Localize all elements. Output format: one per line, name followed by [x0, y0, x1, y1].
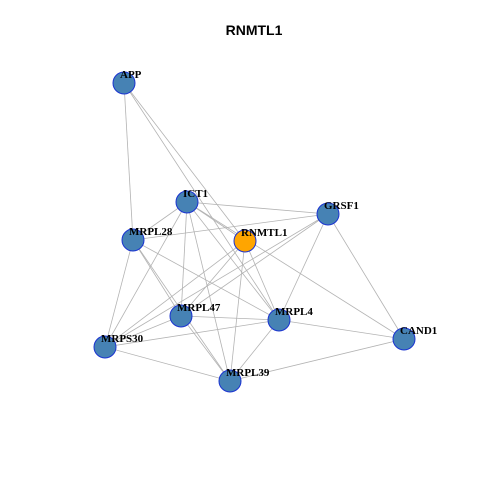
edge-mrpl4-cand1 — [278, 319, 405, 340]
edge-mrpl28-mrpl4 — [132, 239, 280, 321]
node-grsf1[interactable] — [316, 202, 340, 226]
node-cand1[interactable] — [392, 327, 416, 351]
node-label-rnmtl1: RNMTL1 — [241, 227, 287, 239]
node-ict1[interactable] — [175, 190, 199, 214]
edge-grsf1-mrpl47 — [180, 213, 329, 317]
edge-mrpl28-mrpl47 — [132, 239, 182, 317]
edge-mrps30-mrpl39 — [104, 346, 231, 382]
node-label-mrpl47: MRPL47 — [177, 302, 221, 314]
node-rnmtl1[interactable] — [233, 229, 257, 253]
node-mrpl4[interactable] — [267, 308, 291, 332]
edge-mrpl4-mrps30 — [104, 319, 280, 348]
node-label-mrps30: MRPS30 — [101, 333, 144, 345]
edge-mrpl47-mrps30 — [104, 315, 182, 348]
edge-mrpl39-cand1 — [229, 338, 405, 382]
node-label-mrpl28: MRPL28 — [129, 226, 173, 238]
edge-rnmtl1-mrpl4 — [244, 240, 280, 321]
edge-mrpl28-mrps30 — [104, 239, 134, 348]
edge-ict1-mrps30 — [104, 201, 188, 348]
diagram-title: RNMTL1 — [226, 22, 283, 38]
edge-layer — [104, 82, 405, 382]
node-layer — [93, 71, 416, 393]
node-mrpl47[interactable] — [169, 304, 193, 328]
node-label-mrpl39: MRPL39 — [226, 367, 270, 379]
edge-ict1-mrpl39 — [186, 201, 231, 382]
edge-grsf1-cand1 — [327, 213, 405, 340]
edge-ict1-cand1 — [186, 201, 405, 340]
edge-ict1-mrpl4 — [186, 201, 280, 321]
edge-app-mrpl4 — [123, 82, 280, 321]
edge-ict1-grsf1 — [186, 201, 329, 215]
node-mrpl39[interactable] — [218, 369, 242, 393]
node-label-mrpl4: MRPL4 — [275, 306, 313, 318]
edge-app-mrpl28 — [123, 82, 134, 241]
edge-app-rnmtl1 — [123, 82, 246, 242]
edge-mrpl47-mrpl39 — [180, 315, 231, 382]
edge-grsf1-mrps30 — [104, 213, 329, 348]
edge-rnmtl1-mrpl39 — [229, 240, 246, 382]
node-label-ict1: ICT1 — [183, 188, 208, 200]
node-label-grsf1: GRSF1 — [324, 200, 359, 212]
node-label-app: APP — [120, 69, 142, 81]
edge-rnmtl1-mrpl47 — [180, 240, 246, 317]
edge-rnmtl1-mrps30 — [104, 240, 246, 348]
node-mrpl28[interactable] — [121, 228, 145, 252]
edge-ict1-mrpl47 — [180, 201, 188, 317]
node-mrps30[interactable] — [93, 335, 117, 359]
edge-mrpl47-mrpl4 — [180, 315, 280, 321]
edge-grsf1-mrpl4 — [278, 213, 329, 321]
edge-grsf1-mrpl28 — [132, 213, 329, 241]
node-label-cand1: CAND1 — [400, 325, 437, 337]
edge-mrpl4-mrpl39 — [229, 319, 280, 382]
node-app[interactable] — [112, 71, 136, 95]
